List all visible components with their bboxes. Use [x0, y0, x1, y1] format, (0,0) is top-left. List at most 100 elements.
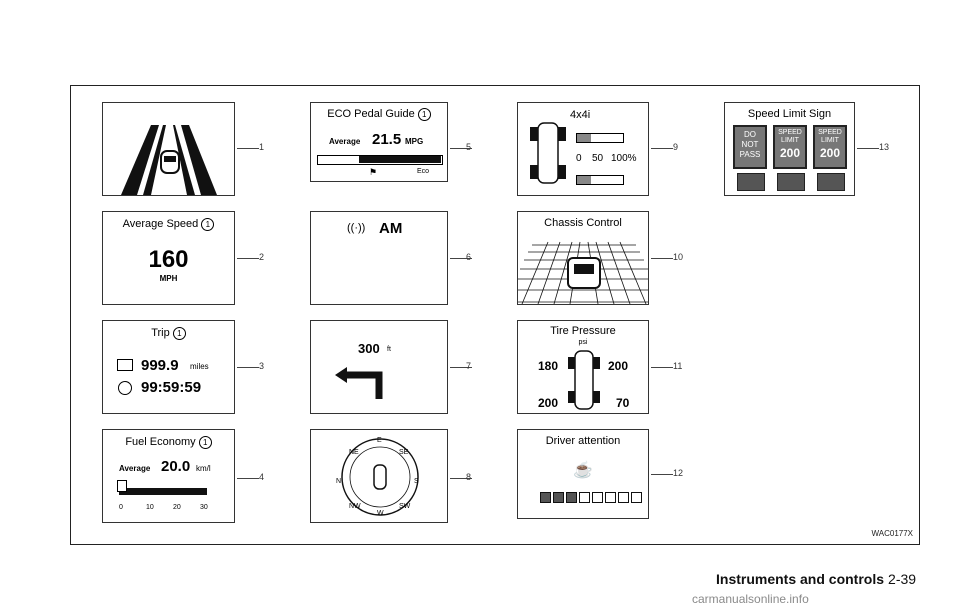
- figure-reference: WAC0177X: [871, 529, 914, 538]
- car-icon: [777, 173, 805, 191]
- callout-5: 5: [466, 142, 472, 152]
- coffee-cup-icon: ☕: [573, 462, 593, 479]
- info-icon: 1: [172, 327, 186, 340]
- speed-limit-title: Speed Limit Sign: [747, 108, 832, 120]
- fuel-average-value: 20.0: [161, 458, 191, 475]
- callout-6: 6: [466, 252, 472, 262]
- fuel-economy-title: Fuel Economy 1: [103, 436, 234, 449]
- eco-average-label: Average: [329, 137, 361, 146]
- display-chassis-control: Chassis Control: [517, 211, 649, 305]
- car-icon: [373, 464, 387, 490]
- torque-scale-0: 0: [576, 153, 582, 164]
- callout-13: 13: [879, 142, 890, 152]
- radio-waves-icon: ((·)): [347, 222, 366, 234]
- display-tire-pressure: Tire Pressure psi 180 200 200 70: [517, 320, 649, 414]
- attention-segment: [592, 492, 603, 503]
- display-eco-pedal-guide: ECO Pedal Guide 1 Average 21.5 MPG ⚑ Eco: [310, 102, 448, 182]
- chassis-grid-graphic: [518, 241, 648, 304]
- stopwatch-icon: [118, 381, 132, 395]
- fuel-tick-0: 0: [119, 504, 123, 511]
- compass-dial: [341, 438, 419, 516]
- front-torque-bar: [576, 133, 624, 143]
- attention-segment: [540, 492, 551, 503]
- display-driver-attention: Driver attention ☕: [517, 429, 649, 519]
- display-compass: N NE E SE S SW W NW: [310, 429, 448, 523]
- fuel-average-unit: km/l: [196, 464, 211, 473]
- fuel-tick-20: 20: [173, 504, 181, 511]
- callout-2: 2: [259, 252, 265, 262]
- attention-segment: [579, 492, 590, 503]
- compass-s: S: [414, 478, 419, 485]
- display-4x4i: 4x4i 0 50 100%: [517, 102, 649, 196]
- display-navigation: 300 ft: [310, 320, 448, 414]
- lane-view-graphic: [121, 125, 217, 195]
- display-fuel-economy: Fuel Economy 1 Average 20.0 km/l 0 10 20…: [102, 429, 235, 523]
- display-lane-view: [102, 102, 235, 196]
- car-icon: [737, 173, 765, 191]
- display-audio-am: ((·)) AM: [310, 211, 448, 305]
- compass-se: SE: [399, 449, 409, 456]
- display-trip: Trip 1 999.9 miles 99:59:59: [102, 320, 235, 414]
- tire-pressure-title: Tire Pressure: [550, 325, 616, 337]
- average-speed-unit: MPH: [159, 274, 178, 283]
- trip-distance: 999.9: [141, 357, 179, 374]
- chassis-control-title: Chassis Control: [544, 217, 622, 229]
- torque-scale-100: 100%: [611, 153, 637, 164]
- fuel-pointer-icon: [117, 480, 127, 492]
- eco-pedal-fill: [359, 156, 441, 163]
- info-icon: 1: [198, 436, 212, 449]
- info-icon: 1: [201, 218, 215, 231]
- compass-e: E: [377, 437, 382, 444]
- odometer-icon: [117, 359, 133, 371]
- figure-frame: WAC0177X: [70, 85, 920, 545]
- callout-8: 8: [466, 472, 472, 482]
- callout-11: 11: [673, 361, 683, 371]
- tire-rear-left: 200: [538, 396, 559, 410]
- tire-front-right: 200: [608, 359, 629, 373]
- callout-3: 3: [259, 361, 265, 371]
- callout-1: 1: [259, 142, 265, 152]
- callout-9: 9: [673, 142, 679, 152]
- 4x4i-title: 4x4i: [570, 109, 591, 121]
- attention-segment: [605, 492, 616, 503]
- section-title: Instruments and controls: [716, 571, 885, 587]
- attention-level-bar: [540, 492, 642, 503]
- eco-pedal-bar: [317, 155, 443, 165]
- fuel-tick-10: 10: [146, 504, 154, 511]
- vehicle-topview-icon: [568, 350, 600, 410]
- page-number: 2-39: [888, 571, 917, 587]
- eco-average-value: 21.5: [372, 131, 402, 148]
- average-speed-value: 160: [148, 246, 189, 273]
- eco-scale-label: Eco: [417, 168, 430, 175]
- info-icon: 1: [417, 108, 431, 121]
- attention-segment: [566, 492, 577, 503]
- rear-torque-bar: [576, 175, 624, 185]
- tire-front-left: 180: [538, 359, 559, 373]
- foot-icon: ⚑: [369, 167, 378, 177]
- trip-title: Trip 1: [103, 327, 234, 340]
- fuel-economy-bar: [119, 488, 207, 495]
- callout-4: 4: [259, 472, 265, 482]
- driver-attention-title: Driver attention: [545, 435, 621, 447]
- vehicle-topview-icon: [530, 122, 566, 184]
- callout-12: 12: [673, 468, 684, 478]
- average-speed-title: Average Speed 1: [103, 218, 234, 231]
- compass-n: N: [336, 478, 342, 485]
- eco-pedal-title: ECO Pedal Guide 1: [311, 108, 447, 121]
- callout-10: 10: [673, 252, 684, 262]
- callout-7: 7: [466, 361, 472, 371]
- display-average-speed: Average Speed 1 160 MPH: [102, 211, 235, 305]
- attention-segment: [553, 492, 564, 503]
- fuel-average-label: Average: [119, 464, 151, 473]
- trip-distance-unit: miles: [190, 362, 209, 371]
- eco-average-unit: MPG: [405, 137, 424, 146]
- torque-scale-50: 50: [592, 153, 604, 164]
- attention-segment: [631, 492, 642, 503]
- compass-w: W: [377, 510, 384, 517]
- turn-left-arrow-icon: [335, 367, 383, 399]
